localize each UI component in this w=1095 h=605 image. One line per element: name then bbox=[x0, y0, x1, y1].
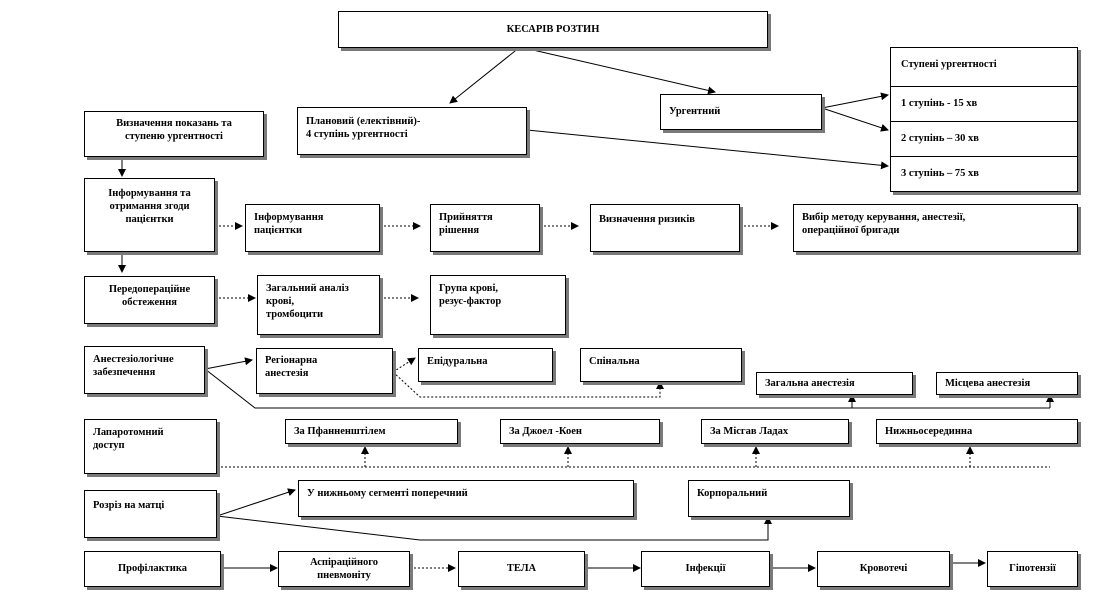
title-box: КЕСАРІВ РОЗТИН bbox=[338, 11, 768, 48]
decision-label: Прийняття рішення bbox=[439, 212, 493, 237]
pfannenstiel-label: За Пфанненштілем bbox=[294, 426, 386, 437]
degrees-title: Ступені ургентності bbox=[901, 59, 997, 70]
blood-test-box: Загальний аналіз крові, тромбоцити bbox=[257, 275, 380, 335]
bleeding-box: Кровотечі bbox=[817, 551, 950, 587]
anesthesia-box: Анестезіологічне забезпечення bbox=[84, 346, 205, 394]
urgency-degrees-table: Ступені ургентності 1 ступінь - 15 хв 2 … bbox=[890, 47, 1078, 192]
tela-label: ТЕЛА bbox=[506, 563, 537, 574]
prevention-box: Профілактика bbox=[84, 551, 221, 587]
spinal-label: Спінальна bbox=[589, 356, 640, 367]
epidural-box: Епідуральна bbox=[418, 348, 553, 382]
regional-label: Регіонарна анестезія bbox=[265, 355, 318, 380]
preop-label: Передопераційне обстеження bbox=[108, 284, 191, 309]
inform-label: Інформування пацієнтки bbox=[254, 212, 324, 237]
laparotomy-label: Лапаротомний доступ bbox=[93, 427, 164, 452]
lower-midline-label: Нижньосерединна bbox=[885, 426, 973, 437]
laparotomy-box: Лапаротомний доступ bbox=[84, 419, 217, 474]
indications-box: Визначення показань та ступеню ургентнос… bbox=[84, 111, 264, 157]
planned-label: Плановий (електівний)- 4 ступінь ургентн… bbox=[306, 116, 421, 141]
uterine-incision-label: Розріз на матці bbox=[93, 500, 165, 511]
urgent-box: Ургентний bbox=[660, 94, 822, 130]
transverse-label: У нижньому сегменті поперечний bbox=[307, 488, 468, 499]
tela-box: ТЕЛА bbox=[458, 551, 585, 587]
hypotension-box: Гіпотензії bbox=[987, 551, 1078, 587]
aspiration-label: Аспіраційного пневмоніту bbox=[309, 557, 379, 582]
urgent-label: Ургентний bbox=[669, 106, 721, 117]
general-anesthesia-label: Загальна анестезія bbox=[765, 378, 855, 389]
infection-label: Інфекції bbox=[685, 563, 726, 574]
inform-box: Інформування пацієнтки bbox=[245, 204, 380, 252]
choice-label: Вибір методу керування, анестезії, опера… bbox=[802, 212, 966, 237]
degree-row-3: 3 ступінь – 75 хв bbox=[891, 156, 1077, 191]
spinal-box: Спінальна bbox=[580, 348, 742, 382]
blood-group-label: Група крові, резус-фактор bbox=[439, 283, 502, 308]
risks-box: Визначення ризиків bbox=[590, 204, 740, 252]
consent-label: Інформування та отримання згоди пацієнтк… bbox=[108, 188, 191, 226]
anesthesia-label: Анестезіологічне забезпечення bbox=[93, 354, 174, 379]
aspiration-box: Аспіраційного пневмоніту bbox=[278, 551, 410, 587]
general-anesthesia-box: Загальна анестезія bbox=[756, 372, 913, 395]
joel-cohen-label: За Джоел -Коен bbox=[509, 426, 582, 437]
uterine-incision-box: Розріз на матці bbox=[84, 490, 217, 538]
decision-box: Прийняття рішення bbox=[430, 204, 540, 252]
blood-group-box: Група крові, резус-фактор bbox=[430, 275, 566, 335]
choice-box: Вибір методу керування, анестезії, опера… bbox=[793, 204, 1078, 252]
diagram-title: КЕСАРІВ РОЗТИН bbox=[506, 24, 600, 35]
risks-label: Визначення ризиків bbox=[599, 214, 695, 225]
preop-box: Передопераційне обстеження bbox=[84, 276, 215, 324]
corporal-box: Корпоральний bbox=[688, 480, 850, 517]
lower-midline-box: Нижньосерединна bbox=[876, 419, 1078, 444]
degree-row-1: 1 ступінь - 15 хв bbox=[891, 86, 1077, 121]
local-anesthesia-label: Місцева анестезія bbox=[945, 378, 1031, 389]
misgav-ladach-box: За Місгав Ладах bbox=[701, 419, 849, 444]
epidural-label: Епідуральна bbox=[427, 356, 488, 367]
corporal-label: Корпоральний bbox=[697, 488, 768, 499]
regional-box: Регіонарна анестезія bbox=[256, 348, 393, 394]
degree-row-2: 2 ступінь – 30 хв bbox=[891, 121, 1077, 156]
transverse-box: У нижньому сегменті поперечний bbox=[298, 480, 634, 517]
hypotension-label: Гіпотензії bbox=[1009, 563, 1056, 574]
indications-label: Визначення показань та ступеню ургентнос… bbox=[116, 118, 232, 143]
misgav-ladach-label: За Місгав Ладах bbox=[710, 426, 789, 437]
prevention-label: Профілактика bbox=[118, 563, 187, 574]
bleeding-label: Кровотечі bbox=[859, 563, 908, 574]
joel-cohen-box: За Джоел -Коен bbox=[500, 419, 660, 444]
pfannenstiel-box: За Пфанненштілем bbox=[285, 419, 458, 444]
consent-box: Інформування та отримання згоди пацієнтк… bbox=[84, 178, 215, 252]
infection-box: Інфекції bbox=[641, 551, 770, 587]
planned-box: Плановий (електівний)- 4 ступінь ургентн… bbox=[297, 107, 527, 155]
local-anesthesia-box: Місцева анестезія bbox=[936, 372, 1078, 395]
blood-test-label: Загальний аналіз крові, тромбоцити bbox=[266, 283, 349, 321]
